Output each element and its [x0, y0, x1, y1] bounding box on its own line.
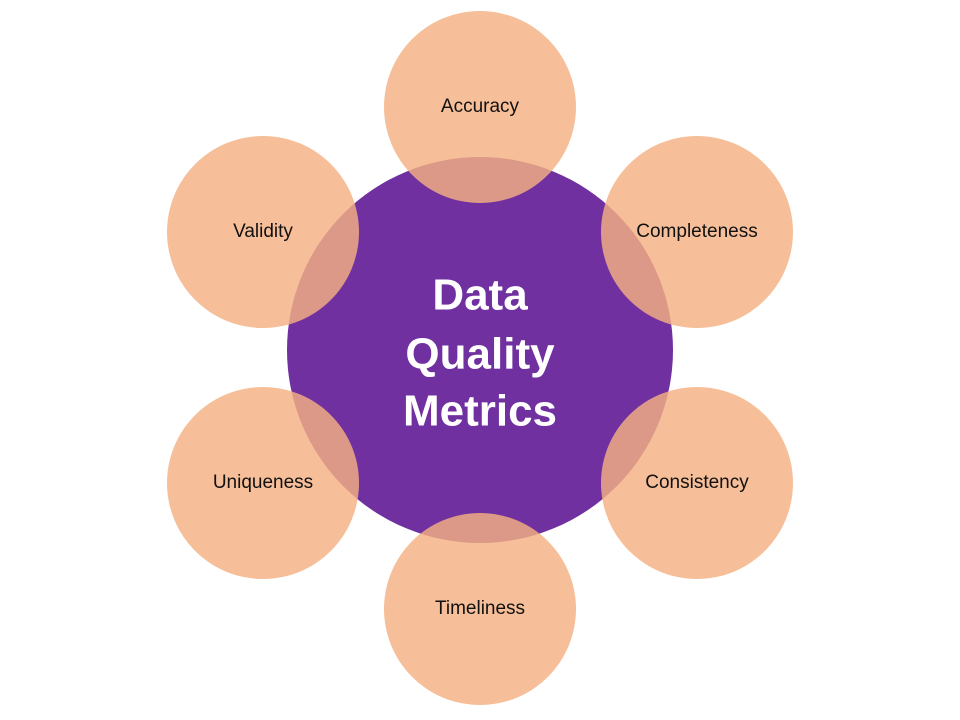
center-title-line-2: Quality — [405, 330, 555, 379]
metric-label-completeness: Completeness — [636, 221, 757, 242]
metric-label-accuracy: Accuracy — [441, 96, 520, 117]
validity-circle — [167, 136, 359, 328]
outer-circles — [167, 11, 793, 705]
metric-label-timeliness: Timeliness — [435, 598, 525, 619]
center-circle — [287, 157, 673, 543]
center-title-line-3: Metrics — [403, 387, 557, 436]
consistency-circle — [601, 387, 793, 579]
uniqueness-circle — [167, 387, 359, 579]
center-title: Data Quality Metrics — [403, 271, 557, 436]
completeness-circle — [601, 136, 793, 328]
center-title-line-1: Data — [432, 271, 528, 320]
accuracy-circle — [384, 11, 576, 203]
timeliness-circle — [384, 513, 576, 705]
metric-label-validity: Validity — [233, 221, 293, 242]
metric-label-consistency: Consistency — [645, 472, 749, 493]
metric-label-uniqueness: Uniqueness — [213, 472, 313, 493]
outer-labels: Accuracy Completeness Consistency Timeli… — [213, 96, 758, 619]
